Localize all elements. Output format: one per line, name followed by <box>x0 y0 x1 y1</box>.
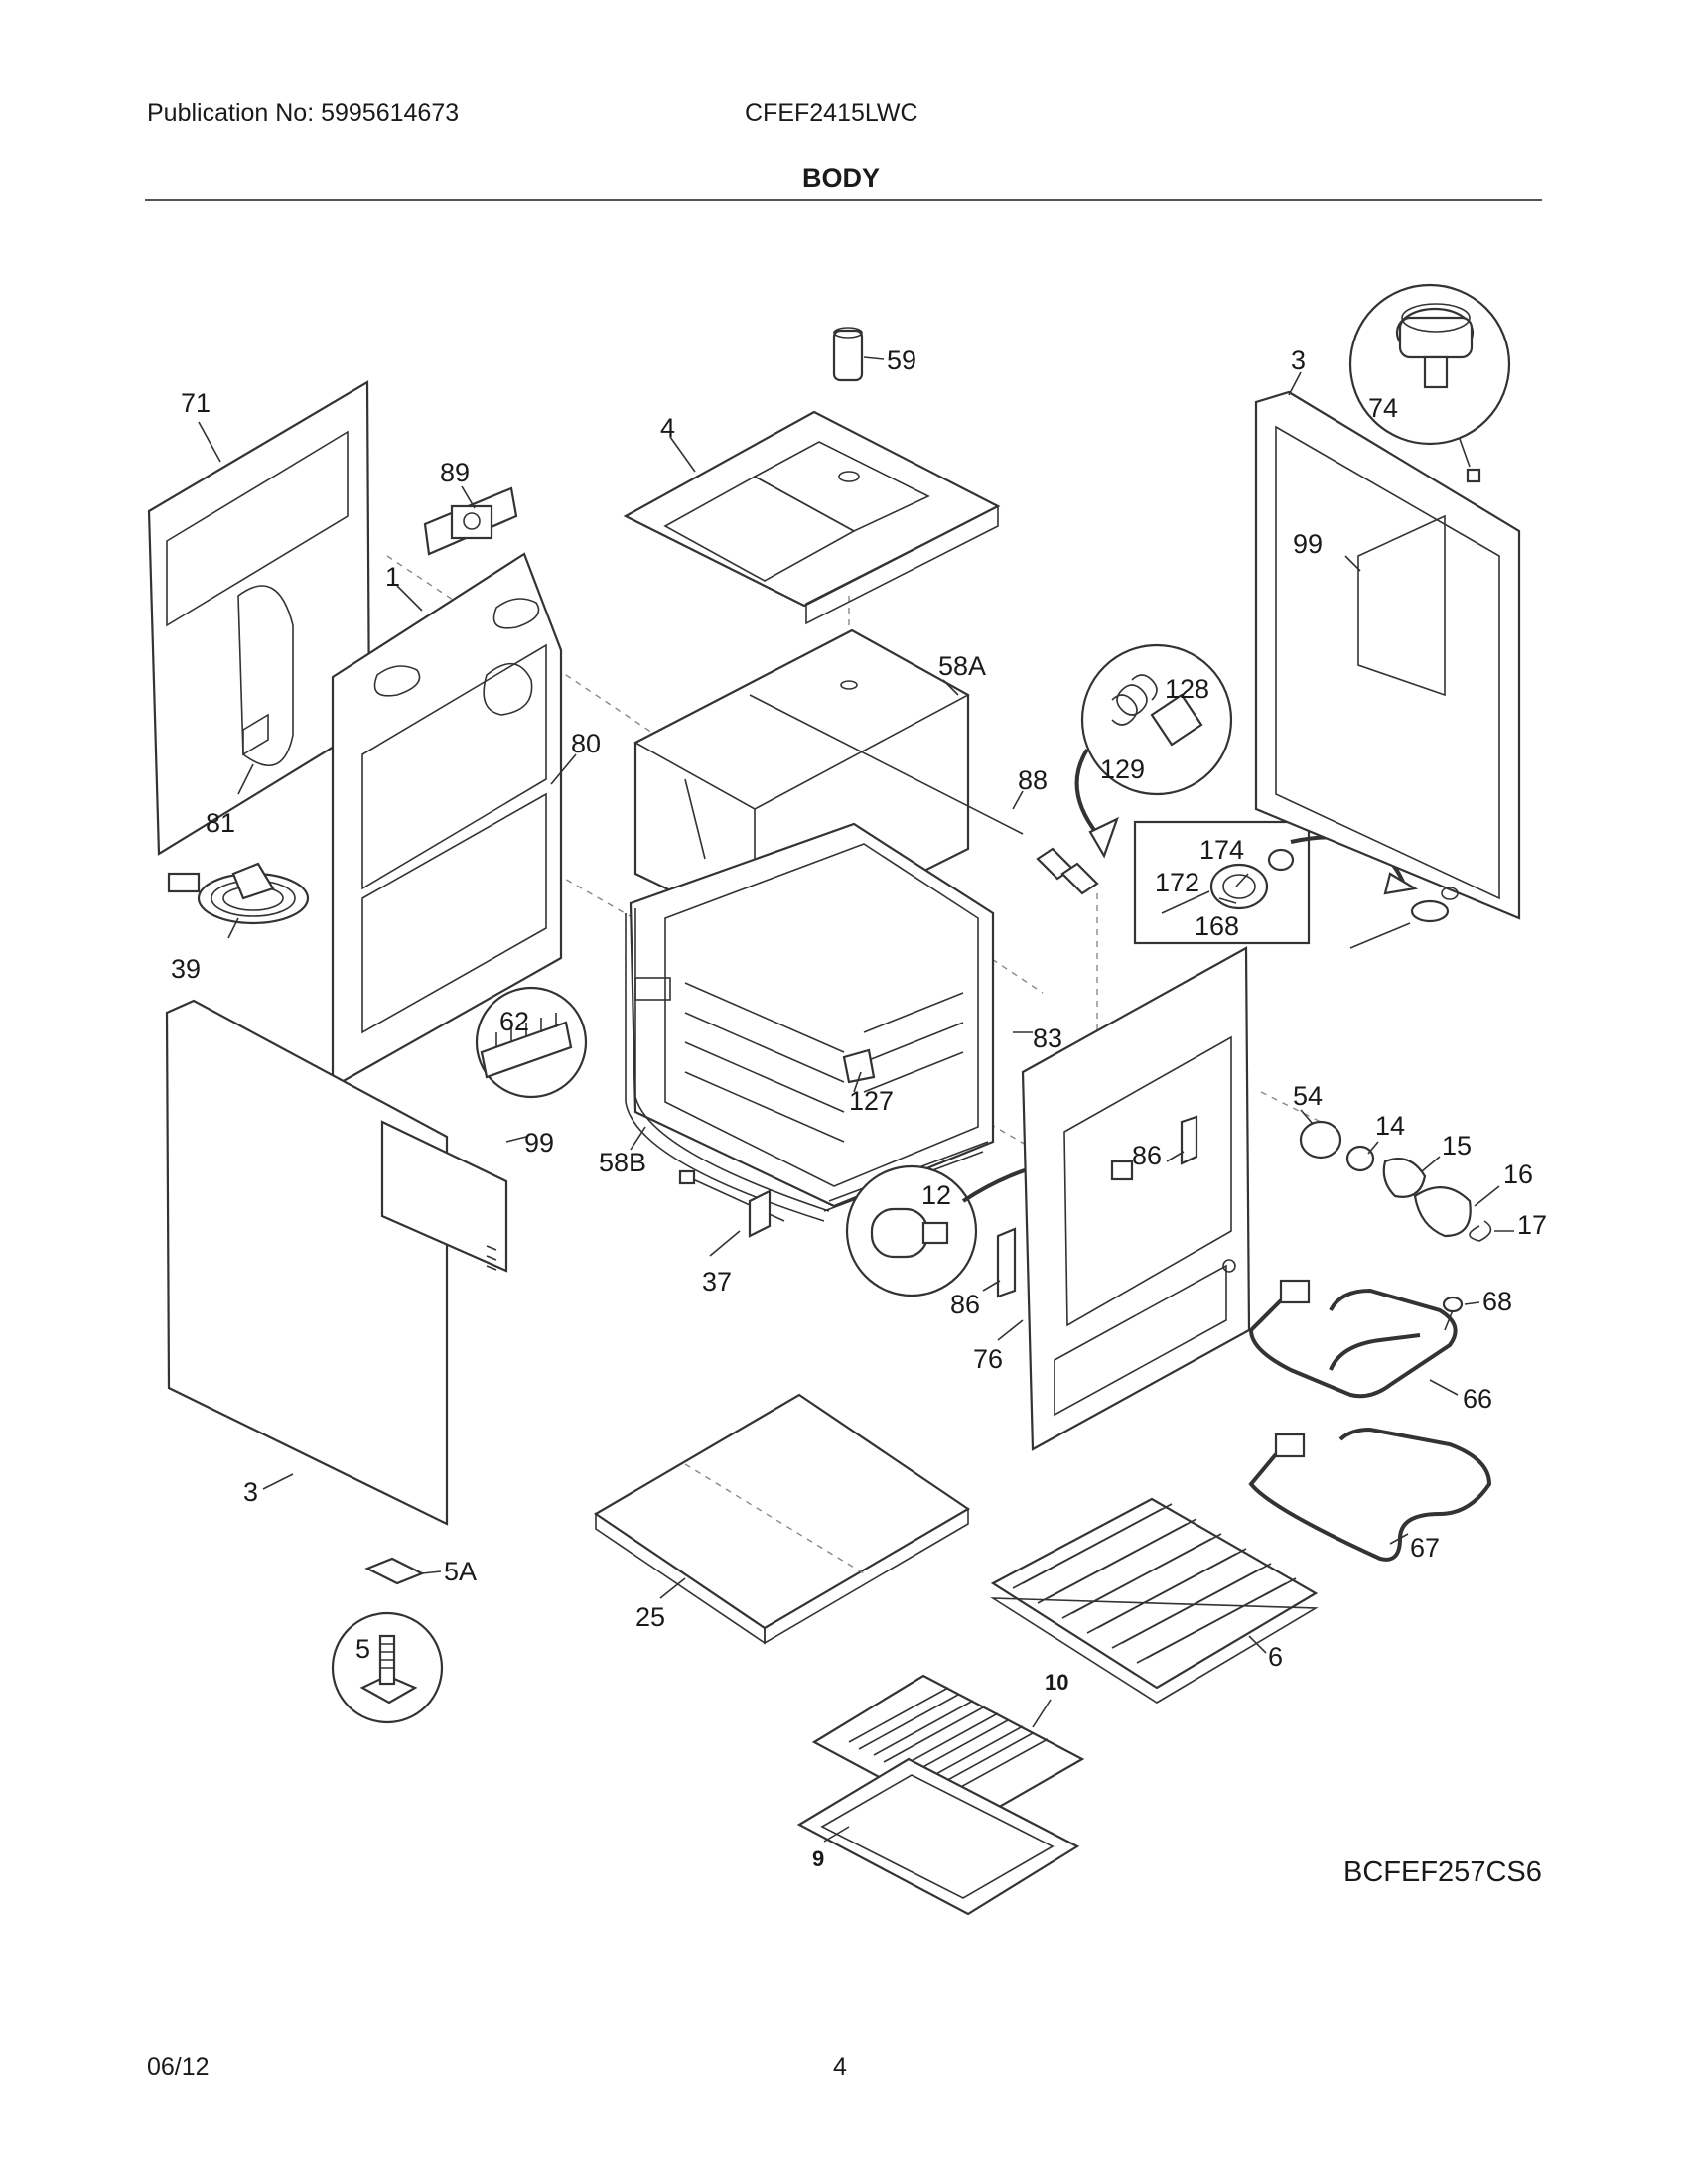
callout-37: 37 <box>702 1267 732 1297</box>
callout-127: 127 <box>849 1086 894 1116</box>
callout-68: 68 <box>1482 1287 1512 1316</box>
callout-174: 174 <box>1199 835 1244 865</box>
callout-86-top: 86 <box>1132 1141 1162 1170</box>
callout-76: 76 <box>973 1344 1003 1374</box>
header-rule <box>145 199 1542 201</box>
part-3-side-panel <box>1254 390 1521 949</box>
callout-59: 59 <box>887 345 916 375</box>
part-83-oven-cavity <box>629 822 995 1208</box>
callout-66: 66 <box>1463 1384 1492 1414</box>
drawing-code: BCFEF257CS6 <box>1343 1856 1542 1888</box>
section-title: BODY <box>802 163 881 193</box>
callout-16: 16 <box>1503 1160 1533 1189</box>
page-number: 4 <box>833 2053 847 2081</box>
part-66-broil-element <box>1248 1279 1464 1399</box>
inset-spring-assembly <box>1036 643 1233 895</box>
callout-12: 12 <box>921 1180 951 1210</box>
inset-light-socket-12 <box>845 1139 1115 1297</box>
part-59-sensor <box>832 327 864 382</box>
callout-4: 4 <box>660 413 675 443</box>
callout-172: 172 <box>1155 868 1199 897</box>
callout-14: 14 <box>1375 1111 1405 1141</box>
callout-99-left: 99 <box>524 1128 554 1158</box>
part-4-top-panel <box>623 410 1001 625</box>
callout-67: 67 <box>1410 1533 1440 1563</box>
callout-129: 129 <box>1100 754 1145 784</box>
callout-81: 81 <box>206 808 235 838</box>
part-1-front-frame <box>331 552 563 1089</box>
callout-62: 62 <box>499 1007 529 1036</box>
callout-3-top: 3 <box>1291 345 1306 375</box>
callout-9: 9 <box>812 1846 824 1871</box>
callout-71: 71 <box>181 388 211 418</box>
callout-25: 25 <box>635 1602 665 1632</box>
callout-6: 6 <box>1268 1642 1283 1672</box>
part-76-front-frame <box>996 946 1251 1451</box>
callout-3-left: 3 <box>243 1477 258 1507</box>
model-number: CFEF2415LWC <box>745 99 918 127</box>
inset-leveler-5 <box>331 1611 444 1724</box>
callout-128: 128 <box>1165 674 1209 704</box>
light-assembly <box>1299 1120 1492 1242</box>
part-5A-leveler-bracket <box>364 1557 425 1585</box>
part-37-sensor-probe <box>678 1169 785 1238</box>
callout-15: 15 <box>1442 1131 1472 1160</box>
part-89-bracket <box>423 486 518 556</box>
callout-58A: 58A <box>938 651 986 681</box>
part-71-rear-panel <box>147 380 371 856</box>
callout-99-top: 99 <box>1293 529 1323 559</box>
part-9-broil-pan <box>796 1757 1080 1916</box>
callout-10: 10 <box>1045 1670 1068 1695</box>
part-6-oven-rack <box>990 1497 1319 1704</box>
inset-terminal-block-62 <box>475 986 588 1099</box>
part-25-bottom-panel <box>593 1393 971 1645</box>
callout-leaders <box>198 356 1514 1843</box>
callout-168: 168 <box>1195 911 1239 941</box>
part-88-rod <box>749 694 1024 835</box>
callout-86-bottom: 86 <box>950 1290 980 1319</box>
callout-74: 74 <box>1368 393 1398 423</box>
callout-5A: 5A <box>444 1557 477 1586</box>
callout-39: 39 <box>171 954 201 984</box>
callout-58B: 58B <box>599 1148 646 1177</box>
inset-knob-74 <box>1348 283 1511 483</box>
callout-5: 5 <box>355 1634 370 1664</box>
inset-box-switch <box>1133 820 1419 945</box>
callout-88: 88 <box>1018 765 1048 795</box>
callout-83: 83 <box>1033 1024 1062 1053</box>
part-3-left-side-panel <box>165 999 508 1526</box>
part-67-bake-element <box>1248 1427 1492 1562</box>
callout-17: 17 <box>1517 1210 1547 1240</box>
publication-date: 06/12 <box>147 2053 210 2081</box>
callout-labels: 71 89 1 59 4 3 74 99 58A 128 129 88 80 8… <box>171 345 1547 1871</box>
callout-54: 54 <box>1293 1081 1323 1111</box>
callout-80: 80 <box>571 729 601 758</box>
callout-89: 89 <box>440 458 470 487</box>
callout-1: 1 <box>385 562 400 592</box>
part-39-power-cord <box>167 862 310 925</box>
publication-number: Publication No: 5995614673 <box>147 99 460 127</box>
